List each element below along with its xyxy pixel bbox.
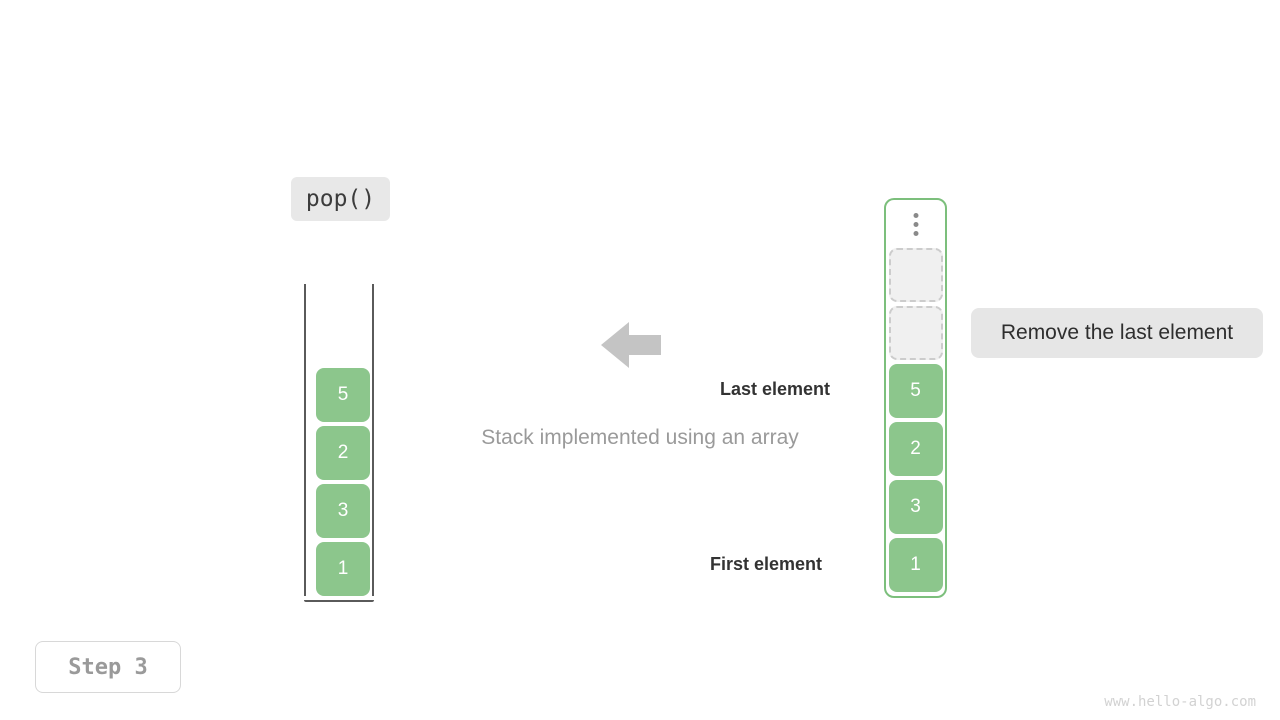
watermark: www.hello-algo.com xyxy=(1104,694,1256,710)
dot xyxy=(913,222,918,227)
array-floor xyxy=(304,600,374,602)
stack-empty-slot xyxy=(888,248,943,302)
stack-cell: 3 xyxy=(888,480,943,534)
stack-cell: 1 xyxy=(888,538,943,592)
stack-container: 1 3 2 5 xyxy=(884,198,947,598)
stack-empty-slot xyxy=(888,306,943,360)
first-element-label: First element xyxy=(710,554,823,574)
array-cell: 5 xyxy=(316,368,370,422)
stack-cell: 5 xyxy=(888,364,943,418)
arrow-left-icon xyxy=(601,320,661,370)
operation-label: pop() xyxy=(291,177,390,221)
dot xyxy=(913,231,918,236)
array-wall-right xyxy=(372,284,374,596)
array-wall-left xyxy=(304,284,306,596)
dot xyxy=(913,213,918,218)
array-cell-list: 1 3 2 5 xyxy=(316,368,370,596)
array-cell: 3 xyxy=(316,484,370,538)
step-badge: Step 3 xyxy=(35,641,181,693)
stack-cell-list: 1 3 2 5 xyxy=(888,248,943,592)
array-container: 1 3 2 5 xyxy=(304,284,374,602)
ellipsis-dots-icon xyxy=(913,213,918,236)
array-cell: 1 xyxy=(316,542,370,596)
array-cell: 2 xyxy=(316,426,370,480)
stack-cell: 2 xyxy=(888,422,943,476)
last-element-label: Last element xyxy=(720,379,831,399)
callout-remove-last-element: Remove the last element xyxy=(971,308,1263,358)
caption-text: Stack implemented using an array xyxy=(481,426,799,449)
